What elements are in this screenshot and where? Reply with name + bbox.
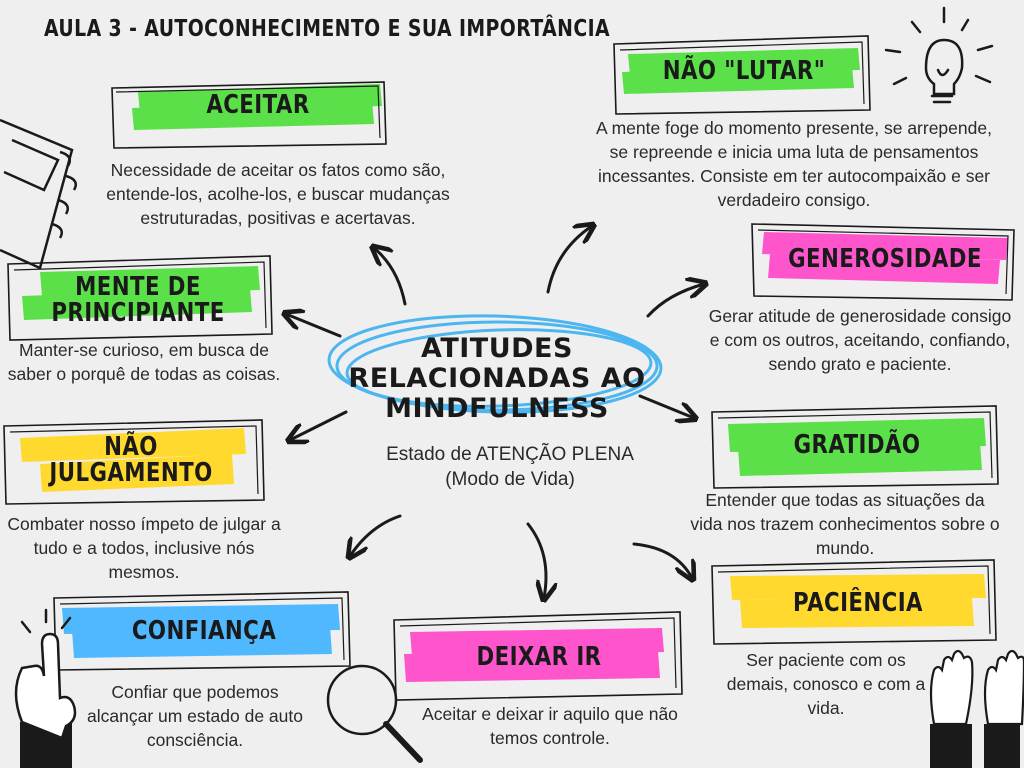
- paciencia-label: PACIÊNCIA: [793, 588, 923, 618]
- mente-desc: Manter-se curioso, em busca de saber o p…: [7, 340, 281, 384]
- nao-julgamento-label-line1: NÃO: [104, 432, 158, 462]
- lightbulb-icon: [884, 6, 994, 104]
- pointing-hand-icon: [14, 608, 77, 768]
- connector-arrows: [286, 226, 704, 598]
- paciencia-desc: Ser paciente com os demais, conosco e co…: [726, 650, 926, 718]
- gratidao-desc: Entender que todas as situações da vida …: [690, 490, 1000, 558]
- gratidao-highlight: [711, 405, 999, 489]
- confianca-highlight: [53, 591, 351, 671]
- nao-lutar-desc: A mente foge do momento presente, se arr…: [596, 118, 992, 210]
- center-rings: [327, 314, 663, 414]
- confianca-desc: Confiar que podemos alcançar um estado d…: [87, 682, 303, 750]
- mente-highlight: [7, 255, 273, 341]
- nao-julgamento-label-line2: JULGAMENTO: [49, 458, 213, 488]
- generosidade-label: GENEROSIDADE: [788, 244, 982, 274]
- aceitar-label: ACEITAR: [206, 90, 310, 120]
- aceitar-desc: Necessidade de aceitar os fatos como são…: [106, 160, 450, 228]
- page-title: AULA 3 - AUTOCONHECIMENTO E SUA IMPORTÂN…: [44, 16, 611, 42]
- aceitar-highlight: [111, 81, 387, 149]
- deixar-ir-highlight: [393, 611, 683, 701]
- raised-hands-icon: [929, 649, 1024, 768]
- generosidade-highlight: [751, 223, 1015, 301]
- nao-lutar-label: NÃO "LUTAR": [662, 56, 826, 86]
- nao-julgamento-highlight: [3, 419, 265, 505]
- center-state-line2: (Modo de Vida): [445, 469, 575, 490]
- deixar-ir-desc: Aceitar e deixar ir aquilo que não temos…: [422, 704, 678, 748]
- center-state: Estado de ATENÇÃO PLENA (Modo de Vida): [340, 442, 680, 492]
- confianca-label: CONFIANÇA: [131, 616, 277, 646]
- mente-label-line1: MENTE DE: [75, 272, 201, 302]
- center-title: ATITUDES RELACIONADAS AO MINDFULNESS: [348, 333, 646, 424]
- paciencia-highlight: [711, 559, 997, 645]
- nao-lutar-highlight: [613, 35, 871, 115]
- gratidao-label: GRATIDÃO: [793, 430, 921, 460]
- mente-label-line2: PRINCIPIANTE: [51, 298, 225, 328]
- deixar-ir-label: DEIXAR IR: [476, 642, 602, 672]
- nao-julgamento-desc: Combater nosso ímpeto de julgar a tudo e…: [7, 514, 281, 582]
- generosidade-desc: Gerar atitude de generosidade consigo e …: [708, 306, 1012, 374]
- notebook-icon: [0, 118, 77, 270]
- magnifier-icon: [326, 664, 423, 763]
- center-state-line1: Estado de ATENÇÃO PLENA: [386, 444, 634, 465]
